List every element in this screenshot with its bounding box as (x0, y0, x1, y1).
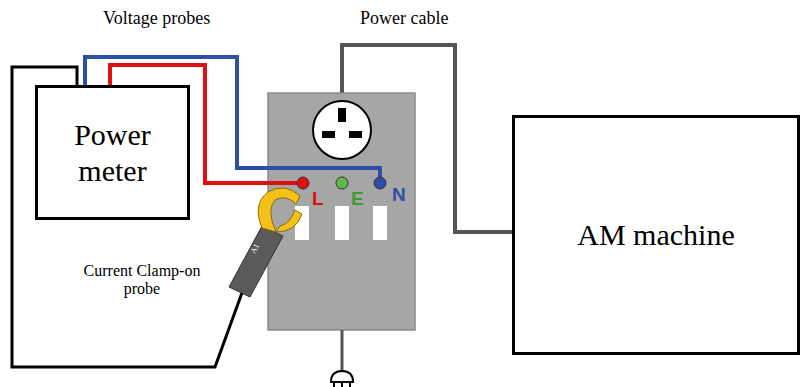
outlet-symbol (313, 101, 371, 159)
outlet-pin (338, 108, 346, 122)
plug-symbol (331, 371, 353, 387)
box-label: Power meter (53, 117, 173, 189)
earth-terminal (336, 177, 348, 189)
terminal-label: E (351, 188, 364, 210)
outlet-pin (322, 131, 335, 138)
live-terminal (297, 177, 309, 189)
supply-cable (341, 330, 344, 372)
neutral-terminal (374, 177, 386, 189)
cable-label: Power cable (360, 8, 448, 29)
terminal-slot (373, 206, 387, 240)
clamp-body (229, 226, 283, 297)
box-label: AM machine (577, 217, 734, 253)
clamp-jaw (276, 210, 302, 232)
socket-box (268, 93, 415, 330)
clamp-label: Current Clamp-on probe (78, 262, 206, 299)
meter-box: Power meter (35, 85, 190, 220)
probe-label: Voltage probes (103, 8, 210, 29)
outlet-pin (349, 131, 362, 138)
terminal-slot (335, 206, 349, 240)
terminal-label: L (312, 188, 324, 210)
clamp-lead (12, 67, 243, 367)
machine-box: AM machine (512, 115, 800, 355)
terminal-label: N (392, 184, 406, 206)
